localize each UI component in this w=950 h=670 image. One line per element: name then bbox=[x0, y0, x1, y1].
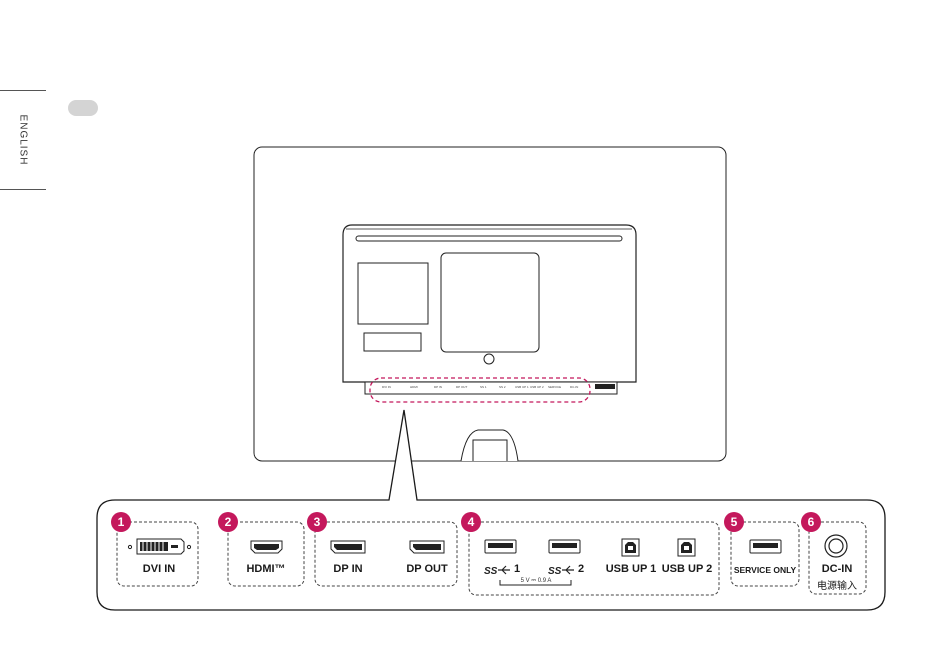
usb-power-note: 5 V ⎓ 0.9 A bbox=[521, 578, 552, 585]
port-strip bbox=[365, 382, 617, 394]
callout-1: 1 bbox=[111, 512, 131, 532]
dp-out-label: DP OUT bbox=[406, 563, 447, 575]
barcode-plate bbox=[364, 333, 421, 351]
svg-text:SS 2: SS 2 bbox=[499, 385, 506, 389]
svg-text:DP OUT: DP OUT bbox=[456, 385, 467, 389]
svg-text:SERVICE: SERVICE bbox=[548, 385, 561, 389]
dvi-port-icon bbox=[128, 539, 190, 554]
dvi-in-label: DVI IN bbox=[143, 563, 175, 575]
usb-down-1-label: 1 bbox=[514, 563, 520, 575]
svg-text:USB UP 2: USB UP 2 bbox=[530, 385, 544, 389]
svg-text:HDMI: HDMI bbox=[410, 385, 418, 389]
usb-up-1-label: USB UP 1 bbox=[606, 563, 657, 575]
svg-text:DC-IN: DC-IN bbox=[570, 385, 578, 389]
usb-b-port-1-icon bbox=[622, 539, 639, 556]
stand-mount bbox=[441, 253, 539, 352]
svg-text:SS: SS bbox=[484, 566, 498, 577]
service-only-label: SERVICE ONLY bbox=[734, 565, 796, 575]
service-usb-port-icon bbox=[750, 540, 781, 553]
callout-3: 3 bbox=[307, 512, 327, 532]
hdmi-label: HDMI™ bbox=[246, 563, 285, 575]
callout-5: 5 bbox=[724, 512, 744, 532]
callout-2: 2 bbox=[218, 512, 238, 532]
svg-text:USB UP 1: USB UP 1 bbox=[515, 385, 529, 389]
hdmi-port-icon bbox=[251, 541, 282, 553]
svg-text:DVI IN: DVI IN bbox=[382, 385, 391, 389]
svg-text:SS 1: SS 1 bbox=[480, 385, 487, 389]
dp-in-label: DP IN bbox=[333, 563, 362, 575]
dc-in-chinese-label: 电源输入 bbox=[817, 577, 857, 592]
cable-hole bbox=[484, 354, 494, 364]
label-plate bbox=[358, 263, 428, 324]
callout-6: 6 bbox=[801, 512, 821, 532]
svg-text:DP IN: DP IN bbox=[434, 385, 442, 389]
dc-in-label: DC-IN bbox=[822, 563, 853, 575]
usb-up-2-label: USB UP 2 bbox=[662, 563, 713, 575]
dc-in-port-icon bbox=[825, 535, 847, 557]
callout-4: 4 bbox=[461, 512, 481, 532]
top-slot bbox=[356, 236, 622, 241]
dp-in-port-icon bbox=[331, 541, 365, 553]
dp-out-port-icon bbox=[410, 541, 444, 553]
usb-b-port-2-icon bbox=[678, 539, 695, 556]
usb-a-port-1-icon bbox=[485, 540, 516, 553]
usb-a-port-2-icon bbox=[549, 540, 580, 553]
usb-down-2-label: 2 bbox=[578, 563, 584, 575]
svg-text:SS: SS bbox=[548, 566, 562, 577]
